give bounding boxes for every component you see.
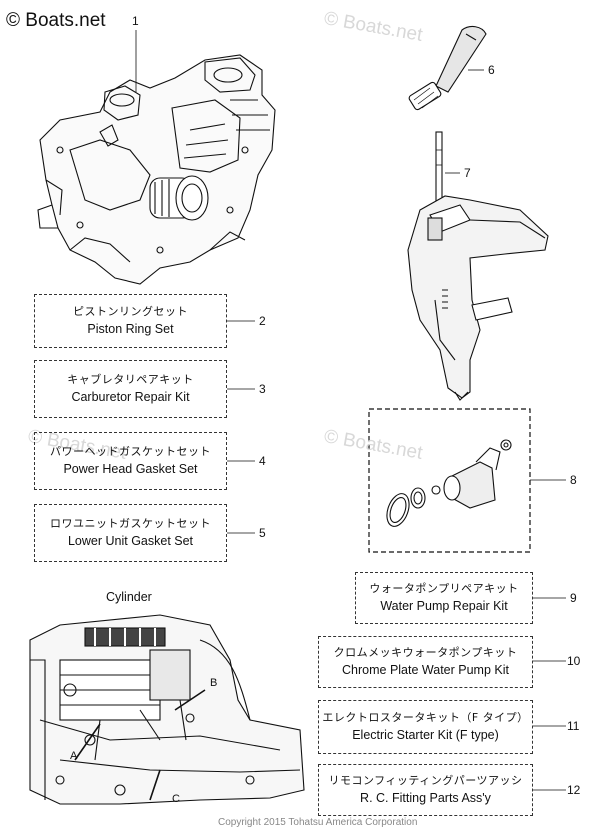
kit-box-piston-ring-set: ピストンリングセット Piston Ring Set bbox=[34, 294, 227, 348]
callout-number-6: 6 bbox=[488, 63, 495, 77]
callout-number-2: 2 bbox=[259, 314, 266, 328]
kit-box-power-head-gasket-set: パワーヘッドガスケットセット Power Head Gasket Set bbox=[34, 432, 227, 490]
kit-box-chrome-plate-water-pump-kit: クロムメッキウォータポンプキット Chrome Plate Water Pump… bbox=[318, 636, 533, 688]
cylinder-label-a: A bbox=[70, 750, 78, 762]
kit-jp-label: パワーヘッドガスケットセット bbox=[50, 444, 211, 458]
kit-box-electric-starter-kit: エレクトロスタータキット（F タイプ） Electric Starter Kit… bbox=[318, 700, 533, 754]
brand-watermark: © Boats.net bbox=[6, 10, 106, 31]
kit-jp-label: リモコンフィッティングパーツアッシ bbox=[328, 773, 523, 787]
kit-box-rc-fitting-parts-assy: リモコンフィッティングパーツアッシ R. C. Fitting Parts As… bbox=[318, 764, 533, 816]
callout-number-11: 11 bbox=[567, 719, 580, 733]
kit-jp-label: エレクトロスタータキット（F タイプ） bbox=[322, 710, 529, 724]
kit-en-label: Electric Starter Kit (F type) bbox=[352, 727, 499, 742]
kit-en-label: Water Pump Repair Kit bbox=[380, 598, 508, 613]
lower-unit-drawing bbox=[407, 131, 549, 401]
powerhead-block-drawing bbox=[37, 54, 276, 285]
callout-number-1: 1 bbox=[132, 14, 139, 28]
copyright-notice: Copyright 2015 Tohatsu America Corporati… bbox=[218, 817, 418, 828]
cylinder-title: Cylinder bbox=[106, 590, 152, 604]
kit-en-label: Chrome Plate Water Pump Kit bbox=[342, 662, 509, 677]
cylinder-assembly-drawing bbox=[29, 614, 305, 805]
callout-number-5: 5 bbox=[259, 526, 266, 540]
callout-number-8: 8 bbox=[570, 473, 577, 487]
kit-jp-label: ピストンリングセット bbox=[73, 304, 188, 318]
kit-en-label: Carburetor Repair Kit bbox=[71, 389, 190, 404]
cylinder-label-c: C bbox=[172, 793, 180, 805]
callout-number-9: 9 bbox=[570, 591, 577, 605]
kit-box-water-pump-repair-kit: ウォータポンプリペアキット Water Pump Repair Kit bbox=[355, 572, 533, 624]
callout-number-7: 7 bbox=[464, 166, 471, 180]
kit-en-label: Power Head Gasket Set bbox=[63, 461, 198, 476]
kit-en-label: R. C. Fitting Parts Ass'y bbox=[360, 790, 491, 805]
cylinder-label-b: B bbox=[210, 677, 218, 689]
kit-en-label: Piston Ring Set bbox=[87, 321, 174, 336]
callout-number-12: 12 bbox=[567, 783, 581, 797]
kit-jp-label: ロワユニットガスケットセット bbox=[50, 516, 211, 530]
kit-box-carburetor-repair-kit: キャブレタリペアキット Carburetor Repair Kit bbox=[34, 360, 227, 418]
callout-number-3: 3 bbox=[259, 382, 266, 396]
water-pump-kit-drawing bbox=[386, 439, 512, 527]
kit-jp-label: ウォータポンプリペアキット bbox=[369, 581, 519, 595]
callout-number-4: 4 bbox=[259, 454, 266, 468]
kit-box-lower-unit-gasket-set: ロワユニットガスケットセット Lower Unit Gasket Set bbox=[34, 504, 227, 562]
callout-number-10: 10 bbox=[567, 654, 581, 668]
kit-jp-label: クロムメッキウォータポンプキット bbox=[333, 645, 518, 659]
kit-en-label: Lower Unit Gasket Set bbox=[67, 533, 194, 548]
kit-jp-label: キャブレタリペアキット bbox=[67, 372, 194, 386]
tool-drawing bbox=[408, 25, 487, 111]
